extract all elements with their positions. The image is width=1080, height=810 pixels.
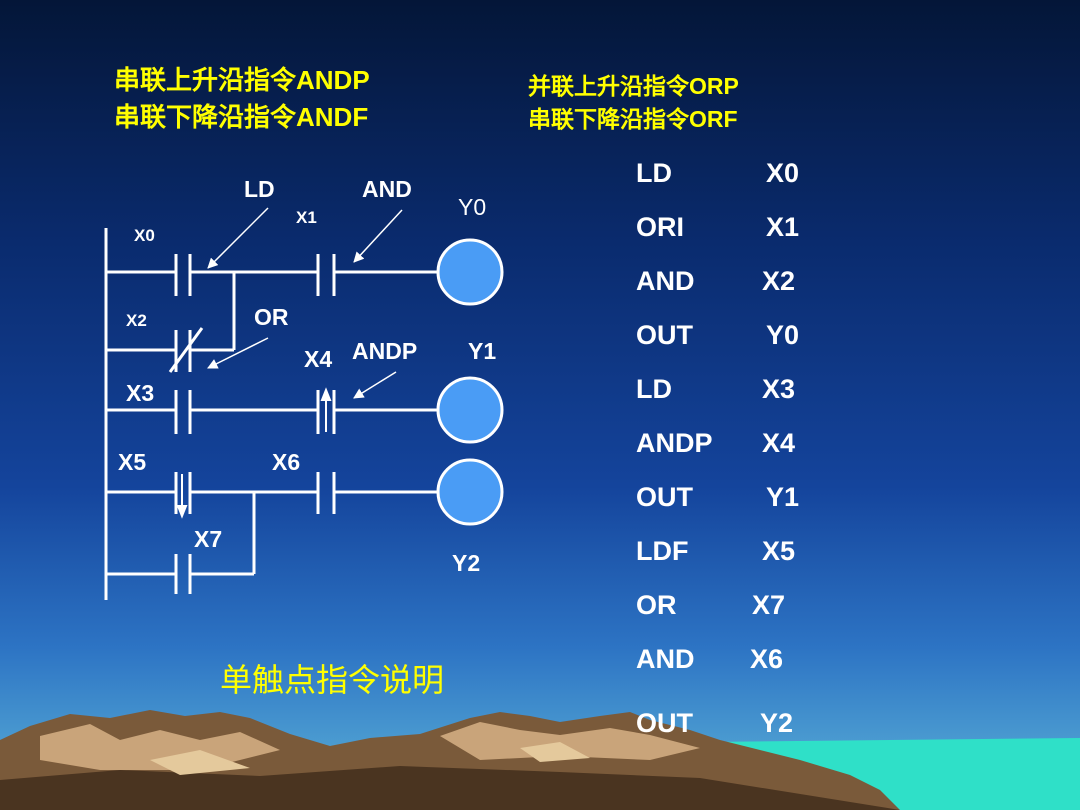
instruction-operand: X1: [766, 212, 800, 242]
callout-arrow-and: [353, 209, 403, 263]
instruction-operand: X0: [766, 158, 800, 188]
instruction-op: LD: [636, 374, 672, 404]
instruction-operand: Y0: [766, 320, 800, 350]
label-x5: X5: [118, 449, 147, 475]
coil-y2: [436, 458, 504, 526]
callout-arrow-or: [207, 337, 269, 369]
callout-ld: LD: [244, 176, 275, 202]
instruction-operand: Y1: [766, 482, 800, 512]
label-x0: X0: [134, 226, 155, 245]
callout-or: OR: [254, 304, 289, 330]
heading-andf: 串联下降沿指令ANDF: [114, 102, 369, 132]
instruction-op: OUT: [636, 482, 693, 512]
instruction-op: ORI: [636, 212, 685, 242]
label-y1: Y1: [468, 338, 497, 364]
instruction-operand: X5: [762, 536, 796, 566]
label-x3: X3: [126, 380, 155, 406]
caption: 单触点指令说明: [220, 662, 445, 698]
callout-arrow-ld: [207, 207, 269, 269]
instruction-op: LDF: [636, 536, 689, 566]
instruction-operand: X6: [750, 644, 784, 674]
callout-arrow-andp: [353, 371, 397, 399]
label-x1: X1: [296, 208, 317, 227]
contact-x2-slash: [168, 327, 204, 373]
heading-andp: 串联上升沿指令ANDP: [114, 65, 370, 95]
instruction-op: OUT: [636, 320, 693, 350]
instruction-op: LD: [636, 158, 672, 188]
heading-orf: 串联下降沿指令ORF: [528, 106, 738, 132]
instruction-operand: X3: [762, 374, 796, 404]
label-x6: X6: [272, 449, 301, 475]
label-y0: Y0: [458, 194, 487, 220]
coil-y0: [436, 238, 504, 306]
instruction-operand: Y2: [760, 708, 794, 738]
instruction-op: OUT: [636, 708, 693, 738]
instruction-op: ANDP: [636, 428, 713, 458]
heading-orp: 并联上升沿指令ORP: [528, 73, 739, 99]
label-y2: Y2: [452, 550, 481, 576]
label-x7: X7: [194, 526, 223, 552]
falling-edge-arrowhead: [176, 505, 188, 519]
coil-y1: [436, 376, 504, 444]
callout-and: AND: [362, 176, 412, 202]
instruction-op: AND: [636, 266, 695, 296]
label-x4: X4: [304, 346, 333, 372]
callout-andp: ANDP: [352, 338, 418, 364]
instruction-operand: X4: [762, 428, 796, 458]
rising-edge-arrowhead: [320, 387, 332, 401]
instruction-op: OR: [636, 590, 677, 620]
instruction-operand: X7: [752, 590, 786, 620]
instruction-operand: X2: [762, 266, 796, 296]
label-x2: X2: [126, 311, 147, 330]
instruction-op: AND: [636, 644, 695, 674]
